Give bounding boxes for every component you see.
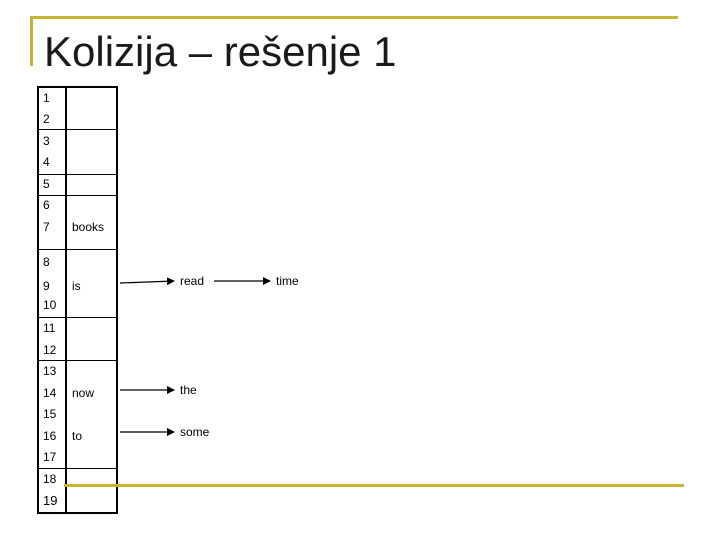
row-index-2: 2: [43, 112, 50, 126]
chain-node-time: time: [276, 274, 299, 288]
row-separator: [37, 195, 118, 196]
row-index-15: 15: [43, 407, 57, 421]
row-index-6: 6: [43, 198, 50, 212]
title-left-rule: [30, 16, 33, 66]
table-word-books: books: [72, 220, 105, 234]
row-index-18: 18: [43, 472, 57, 486]
row-separator: [37, 174, 118, 175]
row-index-14: 14: [43, 386, 57, 400]
row-separator: [37, 129, 118, 130]
row-index-10: 10: [43, 298, 57, 312]
chain-node-the: the: [180, 383, 197, 397]
row-separator: [37, 360, 118, 361]
table-word-to: to: [72, 429, 83, 443]
row-index-1: 1: [43, 91, 50, 105]
title-top-rule: [30, 16, 678, 19]
row-index-13: 13: [43, 364, 57, 378]
row-index-5: 5: [43, 177, 50, 191]
row-separator: [37, 468, 118, 469]
row-index-3: 3: [43, 134, 50, 148]
chain-node-read: read: [180, 274, 205, 288]
hash-table: [37, 86, 118, 514]
row-separator: [37, 249, 118, 250]
row-index-9: 9: [43, 279, 50, 293]
row-index-11: 11: [43, 321, 56, 335]
row-index-16: 16: [43, 429, 57, 443]
row-index-4: 4: [43, 155, 50, 169]
hash-table-column-divider: [65, 86, 67, 514]
chain-node-some: some: [180, 425, 210, 439]
row-index-8: 8: [43, 255, 50, 269]
row-index-17: 17: [43, 450, 57, 464]
row-separator: [37, 317, 118, 318]
table-word-is: is: [72, 279, 81, 293]
row-index-12: 12: [43, 343, 57, 357]
slide-title: Kolizija – rešenje 1: [44, 28, 397, 75]
row-index-19: 19: [43, 493, 58, 508]
row-index-7: 7: [43, 220, 50, 234]
table-word-now: now: [72, 386, 95, 400]
arrow-is-to-read: [119, 277, 175, 286]
footer-rule: [64, 484, 684, 487]
